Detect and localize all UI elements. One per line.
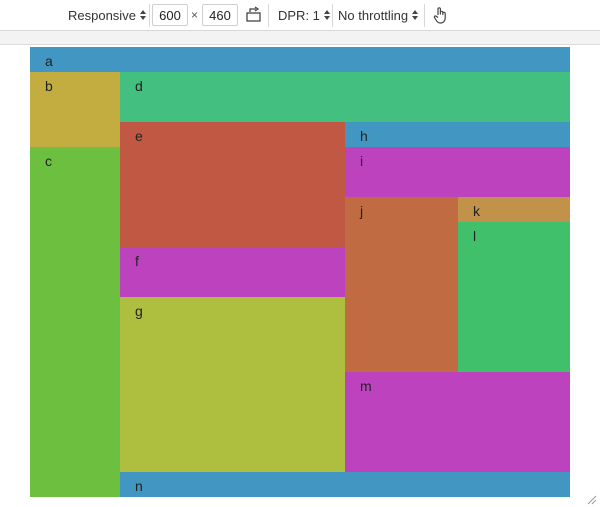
treemap-cell-j: j (345, 197, 458, 372)
cell-label: l (473, 228, 477, 244)
toolbar-divider (332, 4, 333, 27)
ruler-bar (0, 31, 600, 45)
cell-label: g (135, 303, 143, 319)
rotate-icon[interactable] (244, 5, 264, 25)
dpr-label: DPR: 1 (278, 7, 320, 23)
treemap-cell-e: e (120, 122, 345, 247)
dpr-select[interactable]: DPR: 1 (278, 0, 331, 30)
treemap-cell-i: i (345, 147, 570, 197)
resize-grip-icon[interactable] (585, 492, 597, 505)
select-arrows-icon (323, 9, 331, 21)
toolbar-divider (268, 4, 269, 27)
cell-label: m (360, 378, 372, 394)
cell-label: f (135, 253, 139, 269)
cell-label: h (360, 128, 368, 144)
device-toolbar: Responsive 600 × 460 DPR: 1 No throttlin… (0, 0, 600, 31)
cell-label: k (473, 203, 480, 219)
cell-label: n (135, 478, 143, 494)
throttling-label: No throttling (338, 7, 409, 23)
treemap-cell-a: a (30, 47, 570, 72)
device-mode-label: Responsive (68, 7, 136, 23)
cell-label: d (135, 78, 143, 94)
toolbar-divider (149, 4, 150, 27)
treemap-cell-f: f (120, 247, 345, 297)
cell-label: b (45, 78, 53, 94)
width-input[interactable]: 600 (152, 4, 188, 26)
device-mode-select[interactable]: Responsive (68, 0, 147, 30)
height-input[interactable]: 460 (202, 4, 238, 26)
cell-label: c (45, 153, 52, 169)
dimension-separator: × (191, 8, 199, 22)
throttling-select[interactable]: No throttling (338, 0, 419, 30)
treemap-cell-k: k (458, 197, 570, 222)
treemap-cell-c: c (30, 147, 120, 497)
select-arrows-icon (139, 9, 147, 21)
treemap-cell-b: b (30, 72, 120, 147)
cell-label: j (360, 203, 364, 219)
treemap-cell-l: l (458, 222, 570, 372)
device-viewport: a b c d e f g h i j k l m n (0, 45, 600, 507)
treemap-cell-h: h (345, 122, 570, 147)
cell-label: i (360, 153, 364, 169)
hand-pointer-icon[interactable] (431, 5, 451, 25)
treemap-cell-m: m (345, 372, 570, 472)
treemap-cell-n: n (120, 472, 570, 497)
treemap-cell-d: d (120, 72, 570, 122)
toolbar-divider (424, 4, 425, 27)
select-arrows-icon (412, 9, 419, 21)
treemap-cell-g: g (120, 297, 345, 472)
cell-label: a (45, 53, 53, 69)
cell-label: e (135, 128, 143, 144)
